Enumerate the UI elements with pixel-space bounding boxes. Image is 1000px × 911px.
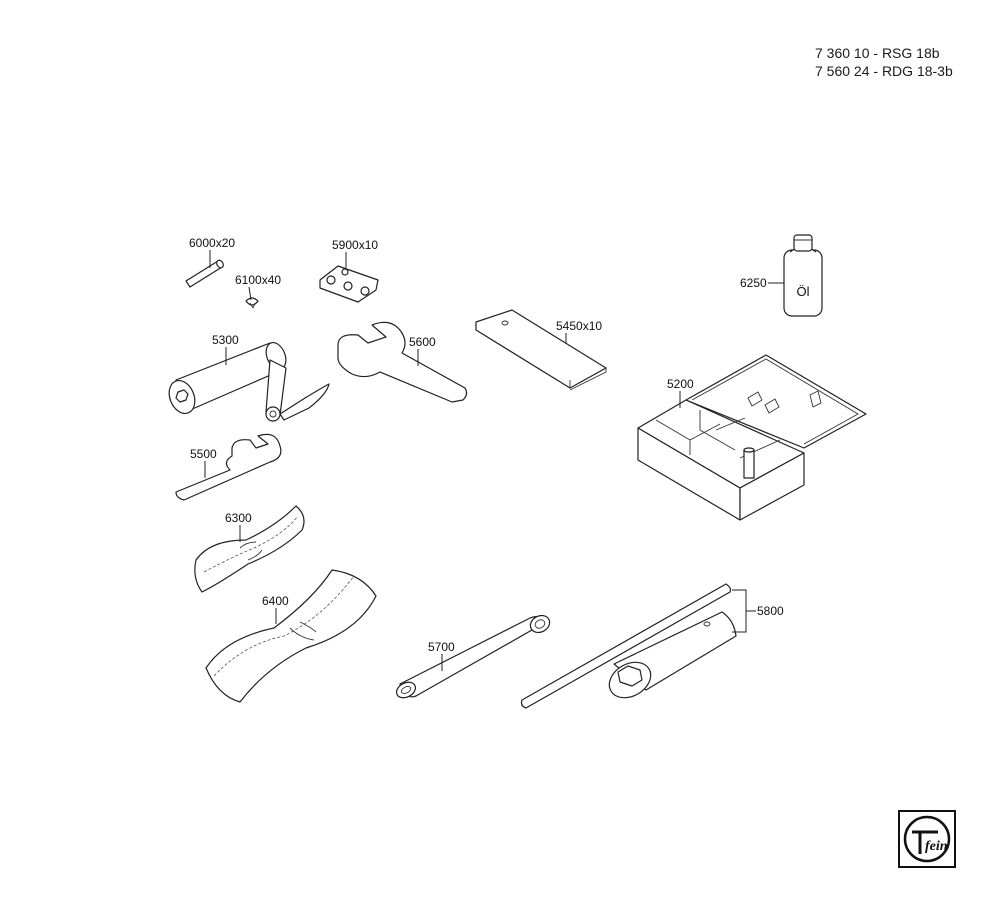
label-6400: 6400 xyxy=(262,594,289,608)
callout-6250: 6250 xyxy=(740,276,784,290)
callout-5700: 5700 xyxy=(428,640,455,671)
label-5700: 5700 xyxy=(428,640,455,654)
part-6300-belt xyxy=(194,505,305,593)
part-5450-wedge xyxy=(475,309,607,391)
svg-text:6100x40: 6100x40 xyxy=(235,273,281,287)
callout-5600: 5600 xyxy=(409,335,436,366)
qty-5450: x10 xyxy=(583,319,603,333)
callout-5200: 5200 xyxy=(667,377,694,408)
callout-5800: 5800 xyxy=(732,589,784,633)
part-5500-wrench xyxy=(175,433,282,501)
part-5800-socket-bar xyxy=(520,583,737,709)
qty-6100: x40 xyxy=(262,273,282,287)
callout-5900: 5900x10 xyxy=(332,238,378,268)
label-6300: 6300 xyxy=(225,511,252,525)
label-5900: 5900 xyxy=(332,238,359,252)
callout-6000: 6000x20 xyxy=(189,236,235,268)
bottle-label: Öl xyxy=(797,284,810,299)
model-line-1: 7 360 10 - RSG 18b xyxy=(815,45,940,61)
label-5500: 5500 xyxy=(190,447,217,461)
label-5300: 5300 xyxy=(212,333,239,347)
part-5700-ring-wrench xyxy=(395,614,551,699)
part-6250-oil-bottle: Öl xyxy=(783,234,823,317)
label-6100: 6100 xyxy=(235,273,262,287)
label-5600: 5600 xyxy=(409,335,436,349)
callout-5450: 5450x10 xyxy=(556,319,602,344)
svg-text:5450x10: 5450x10 xyxy=(556,319,602,333)
part-6000-pin xyxy=(185,259,224,288)
part-5200-case xyxy=(637,354,867,521)
callout-6300: 6300 xyxy=(225,511,252,542)
label-5800: 5800 xyxy=(757,604,784,618)
fein-logo: fein xyxy=(898,810,956,868)
document-header: 7 360 10 - RSG 18b 7 560 24 - RDG 18-3b xyxy=(815,44,953,80)
qty-5900: x10 xyxy=(359,238,379,252)
part-6400-belt xyxy=(205,569,377,703)
part-5300-crank xyxy=(168,341,330,422)
label-5200: 5200 xyxy=(667,377,694,391)
callout-5500: 5500 xyxy=(190,447,217,478)
svg-text:6000x20: 6000x20 xyxy=(189,236,235,250)
logo-text: fein xyxy=(925,839,948,854)
svg-text:5900x10: 5900x10 xyxy=(332,238,378,252)
label-5450: 5450 xyxy=(556,319,583,333)
callout-6100: 6100x40 xyxy=(235,273,281,301)
model-line-2: 7 560 24 - RDG 18-3b xyxy=(815,63,953,79)
part-6100-clip xyxy=(245,297,259,309)
callout-5300: 5300 xyxy=(212,333,239,365)
part-5600-wrench xyxy=(337,321,468,403)
label-6000: 6000 xyxy=(189,236,216,250)
qty-6000: x20 xyxy=(216,236,236,250)
part-5900-chain-link xyxy=(319,265,379,303)
callout-6400: 6400 xyxy=(262,594,289,624)
label-6250: 6250 xyxy=(740,276,767,290)
